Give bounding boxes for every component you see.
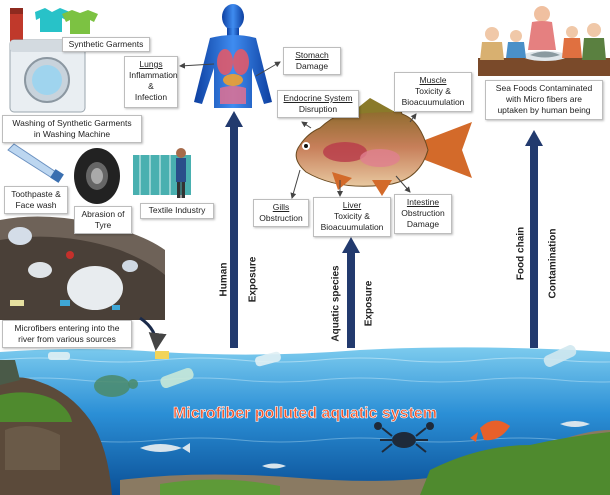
- human-exposure-arrow: [225, 111, 243, 348]
- gills-label: Gills Obstruction: [253, 199, 309, 227]
- aquatic-exposure-arrow: [342, 237, 360, 348]
- stomach-label: Stomach Damage: [283, 47, 341, 75]
- aquatic-exposure-label: Exposure: [363, 280, 375, 327]
- fish-anatomy-icon: [295, 98, 472, 196]
- intestine-label: Intestine Obstruction Damage: [394, 194, 452, 234]
- washing-machine-icon: [9, 39, 86, 113]
- microfibers-entering-label: Microfibers entering into the river from…: [2, 320, 132, 348]
- floating-plastic-bottles: [48, 345, 577, 389]
- human-body-icon: [194, 4, 272, 108]
- garments-icon: [10, 8, 98, 42]
- endocrine-label: Endocrine System Disruption: [277, 90, 359, 118]
- washing-label: Washing of Synthetic Garments in Washing…: [2, 115, 142, 143]
- microplastic-debris-image: [0, 216, 165, 320]
- food-chain-arrow: [525, 130, 543, 348]
- turtle-icon: [94, 375, 138, 397]
- human-exposure-label: Exposure: [247, 256, 259, 303]
- shrimp-icon: [470, 420, 510, 442]
- muscle-label: Muscle Toxicity & Bioacuumulation: [394, 72, 472, 112]
- seafood-contamination-label: Sea Foods Contaminated with Micro fibers…: [485, 80, 603, 120]
- crab-icon: [374, 422, 434, 453]
- contamination-label: Contamination: [547, 228, 559, 299]
- toothpaste-icon: [7, 143, 64, 183]
- textile-industry-icon: [133, 148, 191, 198]
- synthetic-garments-label: Synthetic Garments: [62, 37, 150, 52]
- polluted-system-label: Microfiber polluted aquatic system: [173, 405, 437, 422]
- abrasion-label: Abrasion of Tyre: [74, 206, 132, 234]
- food-chain-label: Food chain: [515, 226, 527, 281]
- debris-to-river-arrow: [139, 316, 167, 351]
- coastal-rocks: [0, 360, 112, 495]
- liver-label: Liver Toxicity & Bioacuumulation: [313, 197, 391, 237]
- textile-industry-label: Textile Industry: [140, 203, 214, 219]
- small-fish-icon: [140, 421, 590, 469]
- toothpaste-label: Toothpaste & Face wash: [4, 186, 68, 214]
- family-eating-icon: [478, 6, 610, 76]
- aquatic-system-water: [0, 347, 610, 495]
- vegetation-shore: [120, 430, 610, 495]
- tyre-icon: [74, 148, 120, 204]
- lungs-label: Lungs Inflammation & Infection: [124, 56, 178, 108]
- aquatic-species-label: Aquatic species: [330, 265, 342, 342]
- human-label: Human: [218, 262, 230, 297]
